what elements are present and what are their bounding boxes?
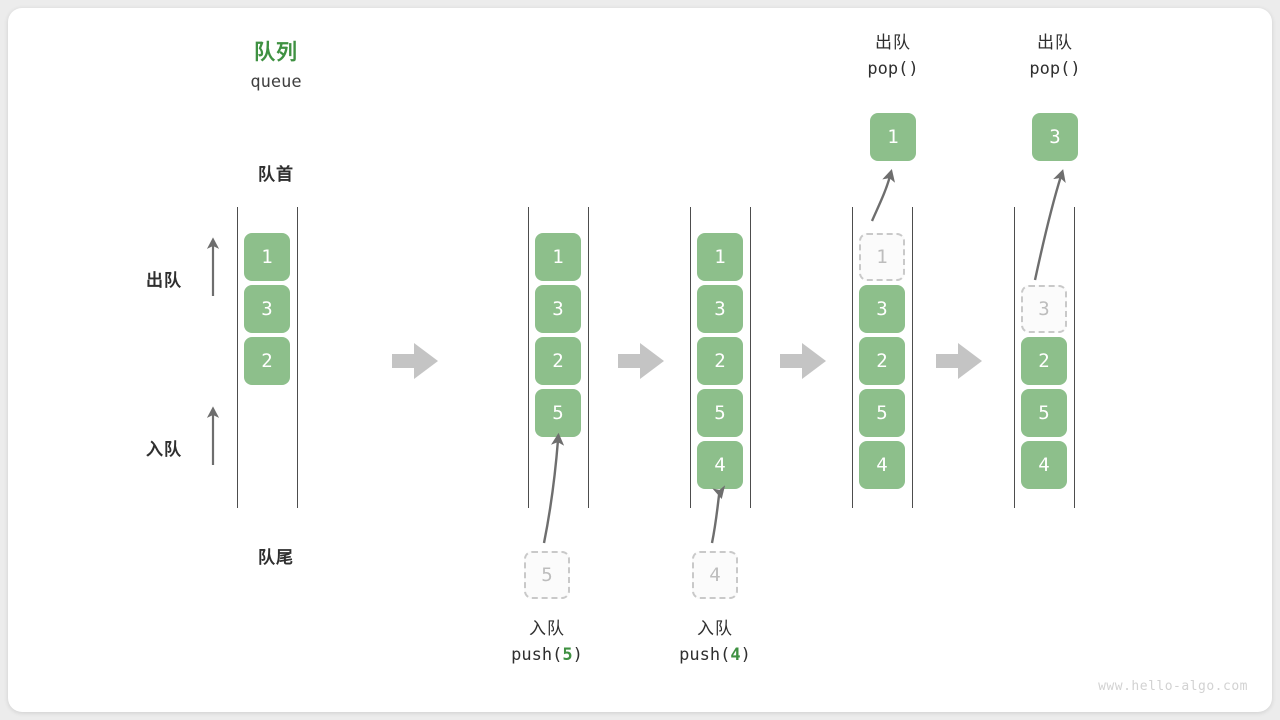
pop-motion-arrow-3 [1033,169,1066,281]
queue-cell: 5 [697,389,743,437]
queue-rail-right-1 [297,207,298,508]
queue-title-cn: 队列 [254,41,298,64]
step-arrow-2 [618,343,664,379]
queue-cell: 1 [535,233,581,281]
queue-cell: 2 [535,337,581,385]
push-code-prefix: push( [679,645,731,665]
queue-rail-right-5 [1074,207,1075,508]
queue-cell: 1 [697,233,743,281]
queue-cell: 2 [859,337,905,385]
queue-rail-left-4 [852,207,853,508]
pop-label-code: pop() [867,59,919,79]
pop-label-second: 出队 pop() [980,30,1130,82]
queue-cell: 5 [859,389,905,437]
push-motion-arrow-4 [710,485,726,544]
queue-cell: 3 [859,285,905,333]
queue-cell: 4 [859,441,905,489]
dequeue-side-label: 出队 [146,271,182,290]
pop-motion-arrow-1 [870,169,896,222]
queue-cell: 3 [535,285,581,333]
queue-rail-left-2 [528,207,529,508]
step-arrow-1 [392,343,438,379]
step-arrow-3 [780,343,826,379]
diagram-stage: 队列 queue 队首 队尾 出队 入队 1 3 2 1 3 2 5 1 3 2… [8,8,1272,712]
queue-rail-left-5 [1014,207,1015,508]
queue-tail-label: 队尾 [258,548,294,567]
push-code-suffix: ) [740,645,751,665]
push-motion-arrow-5 [542,432,565,544]
push-label-code: push(5) [472,642,622,668]
queue-cell: 4 [697,441,743,489]
step-arrow-4 [936,343,982,379]
queue-rail-left-3 [690,207,691,508]
push-code-prefix: push( [511,645,563,665]
incoming-ghost-box: 5 [524,551,570,599]
queue-rail-right-2 [588,207,589,508]
queue-head-label: 队首 [258,165,294,184]
diagram-card: 队列 queue 队首 队尾 出队 入队 1 3 2 1 3 2 5 1 3 2… [8,8,1272,712]
push-label-cn: 入队 [697,619,733,638]
popped-value-box: 1 [870,113,916,161]
queue-cell: 2 [244,337,290,385]
queue-cell: 5 [535,389,581,437]
queue-cell: 2 [697,337,743,385]
queue-cell: 4 [1021,441,1067,489]
pop-label-first: 出队 pop() [818,30,968,82]
enqueue-side-label: 入队 [146,440,182,459]
queue-cell: 3 [244,285,290,333]
push-label-code: push(4) [640,642,790,668]
pop-label-cn: 出队 [875,33,911,52]
pop-label-cn: 出队 [1037,33,1073,52]
push-code-value: 5 [562,645,573,665]
incoming-ghost-box: 4 [692,551,738,599]
queue-cell-ghost: 1 [859,233,905,281]
queue-rail-right-4 [912,207,913,508]
push-code-value: 4 [730,645,741,665]
queue-cell-ghost: 3 [1021,285,1067,333]
pop-label-code: pop() [1029,59,1081,79]
push-code-suffix: ) [572,645,583,665]
watermark: www.hello-algo.com [1098,679,1248,694]
queue-rail-left-1 [237,207,238,508]
popped-value-box: 3 [1032,113,1078,161]
queue-title-en: queue [250,72,302,92]
push-label-5: 入队 push(5) [472,616,622,668]
push-label-4: 入队 push(4) [640,616,790,668]
arrow-overlay [206,169,1066,544]
queue-cell: 5 [1021,389,1067,437]
queue-rail-right-3 [750,207,751,508]
queue-cell: 1 [244,233,290,281]
queue-cell: 2 [1021,337,1067,385]
push-label-cn: 入队 [529,619,565,638]
queue-cell: 3 [697,285,743,333]
